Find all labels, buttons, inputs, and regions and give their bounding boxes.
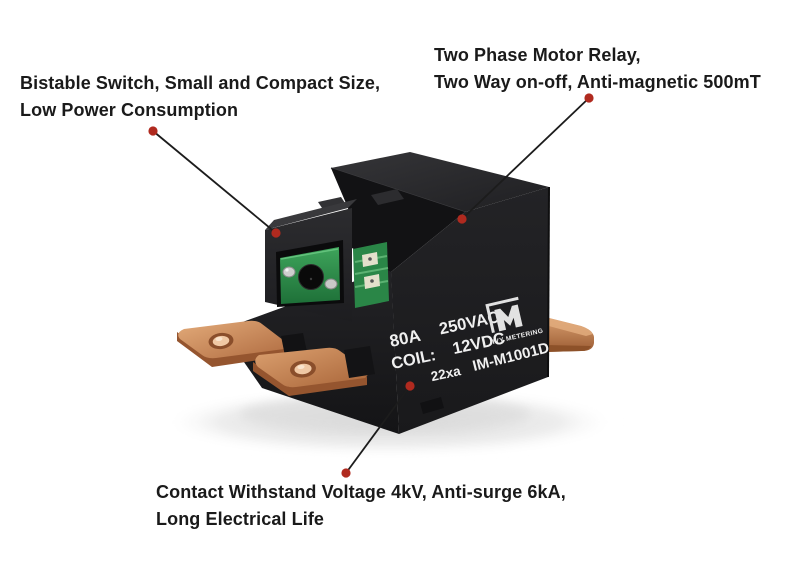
annotation-line-contact: [345, 385, 411, 474]
annotation-dots: [148, 93, 594, 478]
switch-module-top: [265, 199, 357, 230]
annotation-dot: [341, 468, 351, 478]
rivet-shine: [285, 268, 289, 272]
annotation-label-two-phase: Two Phase Motor Relay, Two Way on-off, A…: [434, 42, 761, 96]
rivet-right: [324, 278, 338, 290]
annotation-dot: [148, 126, 158, 136]
annotation-lines: [152, 97, 590, 474]
relay-top-face: [331, 152, 549, 212]
annotation-dot: [584, 93, 594, 103]
coil-disc-dot: [309, 277, 313, 281]
terminal-slot-upper: [281, 333, 307, 356]
pad-screw: [370, 279, 374, 283]
pcb-highlight: [280, 248, 339, 260]
annotation-text-line: Two Phase Motor Relay,: [434, 45, 641, 65]
ivy-m-logo-icon: [485, 296, 523, 334]
annotation-text-line: Long Electrical Life: [156, 509, 325, 529]
print-batch-code: 22xa: [430, 363, 463, 384]
annotation-text-line: Contact Withstand Voltage 4kV, Anti-surg…: [156, 482, 566, 502]
annotation-line-bistable: [152, 130, 277, 234]
relay-front-face: [391, 186, 550, 434]
notch-tab: [371, 189, 404, 205]
annotation-text-line: Low Power Consumption: [20, 100, 239, 120]
terminal-slot-lower: [344, 346, 375, 378]
annotation-label-bistable: Bistable Switch, Small and Compact Size,…: [20, 70, 380, 124]
copper-terminal-right: [545, 317, 594, 352]
pad-screw: [368, 257, 372, 261]
relay-notch: [331, 168, 465, 272]
annotation-line-two-phase: [461, 97, 590, 220]
annotation-dot: [405, 381, 415, 391]
copper-terminal-left-lower: [253, 347, 368, 396]
annotation-text-line: Two Way on-off, Anti-magnetic 500mT: [434, 72, 761, 92]
annotation-dot: [457, 214, 467, 224]
coil-disc: [298, 264, 324, 290]
annotation-dot: [271, 228, 281, 238]
rivet-left: [282, 266, 296, 278]
switch-module: [265, 199, 389, 322]
annotation-text-line: Bistable Switch, Small and Compact Size,: [20, 73, 381, 93]
annotation-label-contact: Contact Withstand Voltage 4kV, Anti-surg…: [156, 479, 566, 533]
side-pcb: [353, 242, 389, 308]
bottom-notch-tab: [420, 397, 444, 414]
